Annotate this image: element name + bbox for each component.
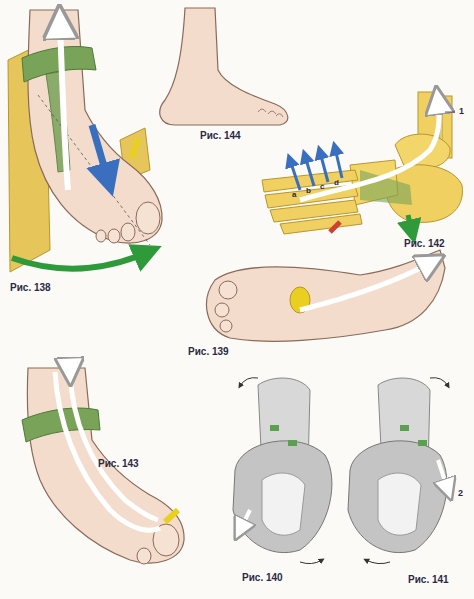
figure-141 — [348, 378, 448, 564]
callout-letter: a — [290, 190, 298, 200]
figure-label: Рис. 143 — [96, 458, 141, 470]
callout-letter: c — [318, 182, 326, 192]
figure-label: Рис. 140 — [240, 572, 285, 584]
figure-label: Рис. 141 — [406, 574, 451, 586]
callout-number: 2 — [456, 488, 465, 499]
callout-letter: d — [332, 178, 341, 188]
figure-label: Рис. 138 — [8, 282, 53, 294]
callout-number: 1 — [457, 106, 466, 117]
figure-140 — [233, 378, 332, 564]
callout-letter: b — [304, 186, 313, 196]
figure-142 — [262, 92, 462, 234]
figure-label: Рис. 142 — [402, 238, 447, 250]
figure-label: Рис. 139 — [186, 346, 231, 358]
figure-144 — [160, 8, 288, 125]
figure-138 — [8, 10, 162, 272]
figure-label: Рис. 144 — [198, 130, 243, 142]
figure-139 — [207, 250, 445, 341]
figure-143 — [22, 368, 184, 564]
